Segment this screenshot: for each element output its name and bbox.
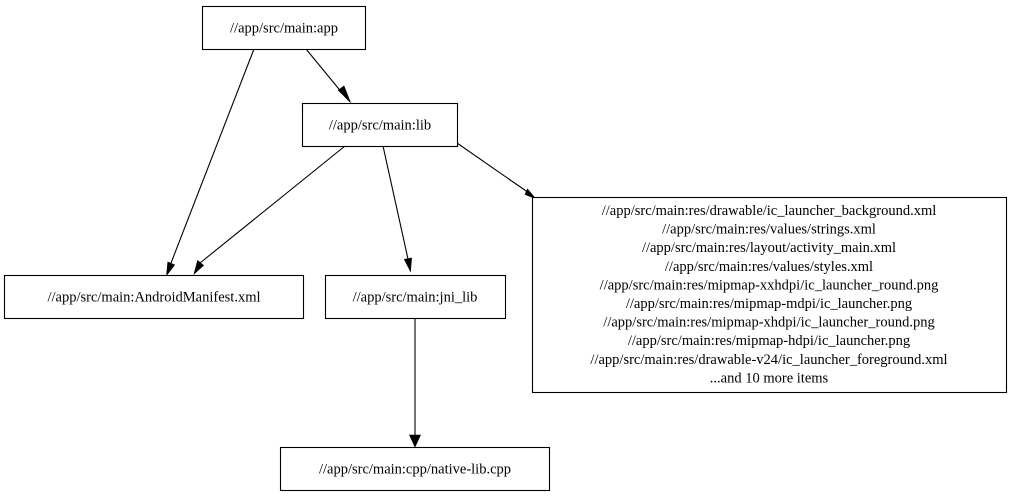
node-res-line: //app/src/main:res/layout/activity_main.… (642, 240, 896, 256)
node-app-box[interactable] (201, 5, 367, 51)
node-manifest-box[interactable] (3, 274, 305, 320)
node-res-line: //app/src/main:res/mipmap-xxhdpi/ic_laun… (600, 277, 939, 293)
node-manifest-label: //app/src/main:AndroidManifest.xml (47, 289, 260, 305)
node-app-label: //app/src/main:app (230, 20, 338, 36)
edge-lib-to-res (456, 142, 537, 200)
node-res-label: //app/src/main:res/drawable/ic_launcher_… (590, 203, 947, 386)
edge-jni-lib-to-native-lib (409, 318, 421, 448)
node-jni-lib-box[interactable] (324, 274, 507, 320)
node-manifest[interactable]: //app/src/main:AndroidManifest.xml (3, 274, 305, 320)
node-native-lib-box[interactable] (279, 446, 551, 492)
node-native-lib[interactable]: //app/src/main:cpp/native-lib.cpp (279, 446, 551, 492)
node-res-line: //app/src/main:res/values/strings.xml (662, 222, 876, 238)
node-lib-label: //app/src/main:lib (329, 117, 431, 133)
node-res-line: //app/src/main:res/values/styles.xml (665, 259, 873, 275)
node-jni-lib[interactable]: //app/src/main:jni_lib (324, 274, 507, 320)
edge-app-to-manifest (166, 48, 255, 277)
node-lib[interactable]: //app/src/main:lib (301, 102, 459, 148)
node-jni-lib-label: //app/src/main:jni_lib (353, 289, 478, 305)
node-res[interactable]: //app/src/main:res/drawable/ic_launcher_… (531, 196, 1008, 394)
node-app[interactable]: //app/src/main:app (201, 5, 367, 51)
node-lib-box[interactable] (301, 102, 459, 148)
node-res-line: //app/src/main:res/drawable-v24/ic_launc… (590, 352, 947, 368)
node-layer: //app/src/main:app //app/src/main:lib //… (3, 5, 1008, 492)
node-res-line: //app/src/main:res/drawable/ic_launcher_… (602, 203, 937, 219)
edge-layer (166, 48, 537, 448)
edge-lib-to-manifest (193, 145, 346, 275)
edge-app-to-lib (305, 48, 351, 103)
edge-lib-to-jni-lib (382, 145, 412, 273)
node-res-box[interactable] (531, 196, 1008, 394)
node-res-line: //app/src/main:res/mipmap-mdpi/ic_launch… (626, 296, 912, 312)
node-res-line: //app/src/main:res/mipmap-hdpi/ic_launch… (628, 333, 910, 349)
node-native-lib-label: //app/src/main:cpp/native-lib.cpp (319, 461, 511, 477)
node-res-line: //app/src/main:res/mipmap-xhdpi/ic_launc… (603, 315, 934, 331)
node-res-line: ...and 10 more items (710, 370, 829, 386)
